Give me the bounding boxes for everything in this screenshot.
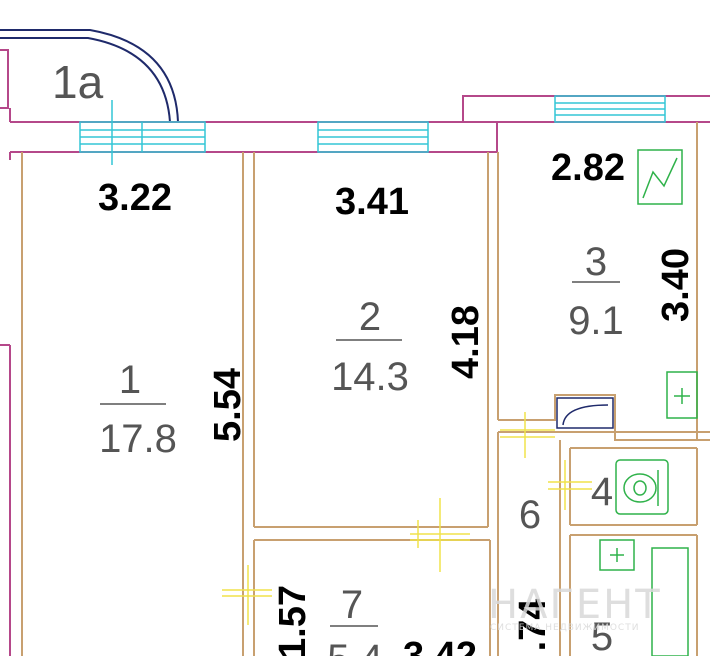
room-area: 14.3 [331, 355, 409, 399]
room-1-label: 1 17.8 [99, 358, 177, 461]
interior-walls [21, 122, 710, 656]
room-area: 9.1 [568, 299, 624, 343]
room-7-label: 7 5.4 [327, 583, 383, 656]
room-number: 3 [585, 240, 607, 284]
room-area: 5.4 [327, 637, 383, 656]
room-3-label: 3 9.1 [568, 240, 624, 343]
bathtub-icon [599, 539, 689, 656]
door-room-7 [222, 565, 272, 625]
door-room-2 [410, 498, 470, 572]
dimension-label: 3.42 [403, 635, 477, 656]
dimension-label: .74 [512, 599, 554, 652]
window-room-2 [317, 121, 429, 153]
dimension-label: 5.54 [207, 368, 249, 442]
window-room-1 [79, 100, 206, 165]
radiator-icon [637, 149, 683, 205]
toilet-icon [615, 459, 669, 515]
stove-icon [556, 397, 614, 429]
watermark-subtitle: СИСТЕМА НЕДВИЖИМОСТИ [490, 623, 639, 633]
room-4-label: 4 [591, 470, 613, 514]
room-6-label: 6 [519, 493, 541, 537]
dimension-label: 3.41 [335, 181, 409, 223]
watermark-title: НАГЕНТ [488, 582, 662, 628]
dimension-label: 3.22 [98, 177, 172, 219]
balcony-label: 1а [52, 56, 104, 108]
dimension-label: 1.57 [272, 585, 314, 656]
dimension-label: 4.18 [445, 305, 487, 379]
door-room-6 [500, 412, 555, 458]
room-number: 1 [119, 358, 141, 402]
room-5-label: 5 [591, 615, 613, 656]
balcony-outline [0, 29, 179, 123]
balcony-inner-wall [0, 49, 9, 109]
kitchen-appliance-icon [666, 371, 698, 419]
room-2-label: 2 14.3 [331, 295, 409, 399]
dimension-label: 3.40 [655, 248, 697, 322]
door-room-4 [548, 460, 592, 510]
room-number: 7 [341, 583, 363, 627]
watermark: НАГЕНТ СИСТЕМА НЕДВИЖИМОСТИ [488, 582, 662, 633]
room-number: 2 [359, 295, 381, 339]
dimension-label: 2.82 [551, 147, 625, 189]
window-room-3 [554, 95, 666, 123]
room-area: 17.8 [99, 417, 177, 461]
